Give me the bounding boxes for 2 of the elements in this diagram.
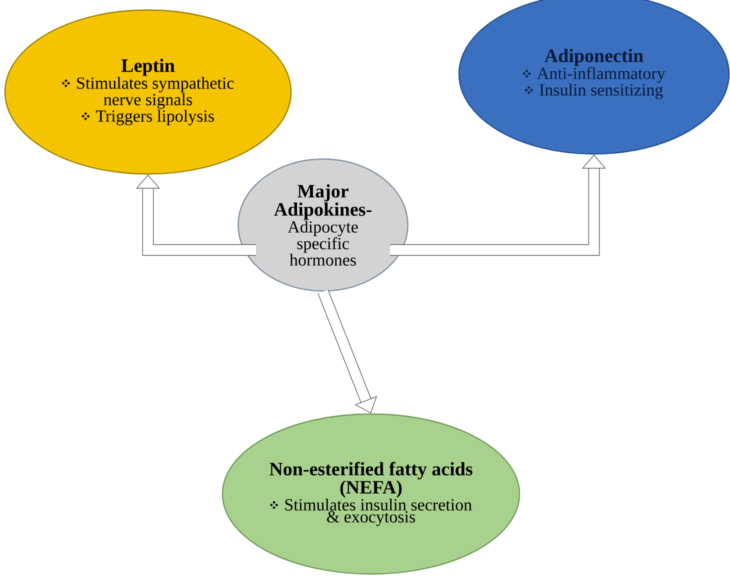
block-arrow [318,289,378,414]
block-arrow [136,174,256,256]
